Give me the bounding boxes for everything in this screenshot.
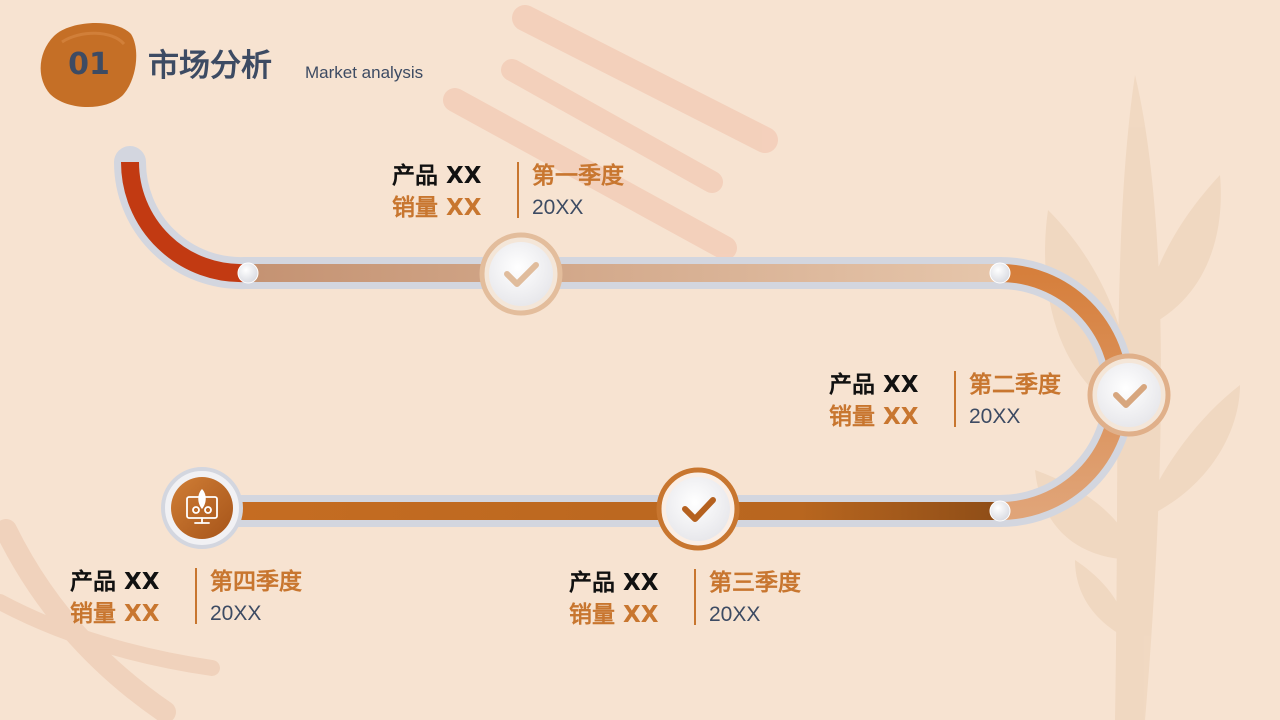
section-number-badge — [40, 22, 137, 108]
milestone-2-button[interactable] — [1087, 353, 1171, 437]
product-label: 产品 XX — [829, 372, 919, 398]
milestone-3-button[interactable] — [656, 467, 740, 551]
year-label: 20XX — [709, 603, 761, 626]
year-label: 20XX — [210, 602, 262, 625]
divider — [954, 371, 956, 427]
milestone-2-info: 产品 XX 销量 XX 第二季度 20XX — [829, 369, 1089, 433]
sales-label: 销量 XX — [569, 602, 659, 628]
divider — [195, 568, 197, 624]
page-title: 市场分析 — [148, 48, 272, 84]
check-icon — [504, 262, 539, 287]
brush-stroke-decoration-bottom-left — [0, 519, 220, 720]
sales-label: 销量 XX — [70, 601, 160, 627]
milestone-3-info: 产品 XX 销量 XX 第三季度 20XX — [569, 567, 829, 631]
sales-label: 销量 XX — [392, 195, 482, 221]
quarter-label: 第二季度 — [969, 372, 1061, 398]
brush-stroke-decoration — [443, 5, 778, 260]
divider — [517, 162, 519, 218]
check-icon — [1113, 384, 1147, 408]
sales-label: 销量 XX — [829, 404, 919, 430]
product-label: 产品 XX — [392, 163, 482, 189]
milestone-1-info: 产品 XX 销量 XX 第一季度 20XX — [392, 160, 652, 224]
page-subtitle: Market analysis — [305, 63, 424, 82]
quarter-label: 第三季度 — [709, 570, 801, 596]
year-label: 20XX — [969, 405, 1021, 428]
quarter-label: 第四季度 — [210, 569, 302, 595]
milestone-4-button[interactable] — [161, 467, 243, 549]
rocket-monitor-icon — [186, 489, 218, 524]
track-start-curve — [121, 161, 246, 283]
check-icon — [682, 497, 716, 522]
junction-dot — [989, 500, 1011, 522]
year-label: 20XX — [532, 196, 584, 219]
quarter-label: 第一季度 — [532, 163, 624, 189]
divider — [694, 569, 696, 625]
product-label: 产品 XX — [70, 569, 160, 595]
milestone-1-button[interactable] — [479, 232, 563, 316]
junction-dot — [989, 262, 1011, 284]
section-number: 01 — [68, 47, 110, 82]
product-label: 产品 XX — [569, 570, 659, 596]
junction-dot — [237, 262, 259, 284]
milestone-4-info: 产品 XX 销量 XX 第四季度 20XX — [70, 566, 330, 630]
